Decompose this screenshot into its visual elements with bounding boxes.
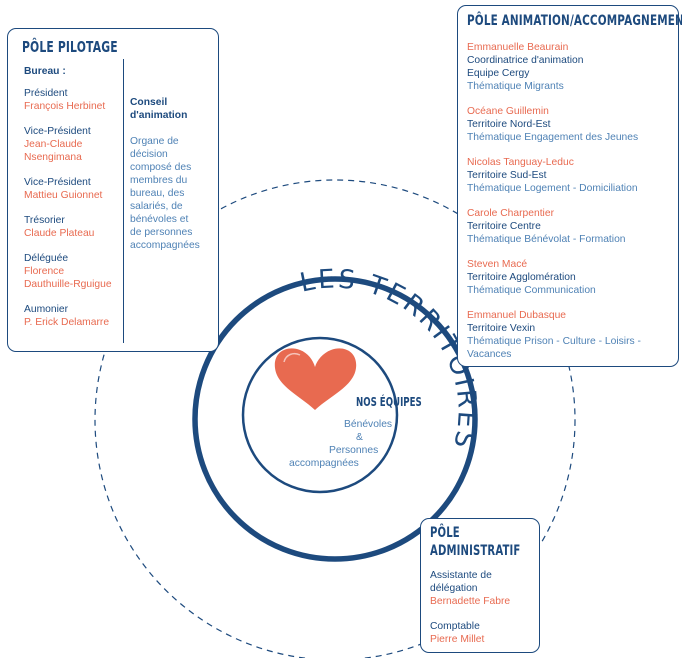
member-role: Aumonier (24, 304, 69, 315)
pole-administratif-box: PÔLE ADMINISTRATIF Assistante de délégat… (420, 518, 540, 653)
pole-administratif-title: PÔLE (430, 525, 460, 541)
member-name: Florence (24, 266, 65, 277)
animator-line: Territoire Nord-Est (467, 119, 551, 130)
pole-administratif-title: ADMINISTRATIF (430, 543, 521, 559)
conseil-desc-line: décision (130, 149, 168, 160)
heart-icon (274, 348, 357, 410)
member-name: Claude Plateau (24, 228, 95, 239)
admin-name: Pierre Millet (430, 634, 485, 645)
equipes-circle (241, 336, 399, 494)
bureau-label: Bureau : (24, 66, 66, 77)
pole-pilotage-title: PÔLE PILOTAGE (22, 38, 118, 56)
heart-highlight (283, 352, 301, 363)
conseil-title: d'animation (130, 110, 188, 121)
animator-name: Emmanuel Dubasque (467, 310, 567, 321)
conseil-desc-line: bénévoles et (130, 214, 189, 225)
animator-name: Emmanuelle Beaurain (467, 42, 569, 53)
conseil-desc-line: accompagnées (130, 240, 200, 251)
animator-line: Coordinatrice d'animation (467, 55, 584, 66)
member-role: Vice-Président (24, 126, 91, 137)
equipes-line-personnes: Personnes (329, 445, 379, 456)
outer-dashed-circle (94, 179, 576, 658)
member-name: Jean-Claude (24, 139, 83, 150)
member-role: Déléguée (24, 253, 69, 264)
pilotage-divider (123, 59, 124, 343)
pole-animation-title: PÔLE ANIMATION/ACCOMPAGNEMENT (467, 13, 682, 29)
conseil-title: Conseil (130, 97, 168, 108)
animator-theme: Thématique Engagement des Jeunes (467, 132, 639, 143)
animator-theme: Thématique Communication (467, 285, 596, 296)
conseil-desc-line: membres du (130, 175, 188, 186)
animator-name: Steven Macé (467, 259, 528, 270)
conseil-desc-line: Organe de (130, 136, 179, 147)
admin-role: délégation (430, 583, 478, 594)
member-role: Président (24, 88, 68, 99)
admin-role: Assistante de (430, 570, 492, 581)
animator-theme: Thématique Logement - Domiciliation (467, 183, 638, 194)
pole-pilotage-box: PÔLE PILOTAGE Bureau : Président Françoi… (7, 28, 219, 352)
admin-role: Comptable (430, 621, 480, 632)
territoires-circle (192, 276, 478, 562)
animator-name: Nicolas Tanguay-Leduc (467, 157, 574, 168)
member-name: P. Erick Delamarre (24, 317, 110, 328)
member-role: Trésorier (24, 215, 65, 226)
animator-name: Carole Charpentier (467, 208, 554, 219)
animator-theme: Thématique Bénévolat - Formation (467, 234, 626, 245)
conseil-desc-line: salariés, de (130, 201, 183, 212)
admin-name: Bernadette Fabre (430, 596, 511, 607)
pole-animation-box: PÔLE ANIMATION/ACCOMPAGNEMENT Emmanuelle… (457, 5, 682, 367)
member-name: Nsengimana (24, 152, 82, 163)
animator-theme: Thématique Migrants (467, 81, 564, 92)
animator-line: Territoire Vexin (467, 323, 536, 334)
animator-line: Territoire Agglomération (467, 272, 576, 283)
animator-theme: Thématique Prison - Culture - Loisirs - (467, 336, 641, 347)
conseil-desc-line: bureau, des (130, 188, 185, 199)
animator-theme: Vacances (467, 349, 512, 360)
member-role: Vice-Président (24, 177, 91, 188)
animator-line: Territoire Sud-Est (467, 170, 547, 181)
animator-line: Territoire Centre (467, 221, 541, 232)
equipes-heading: NOS ÉQUIPES (356, 395, 422, 409)
animator-name: Océane Guillemin (467, 106, 549, 117)
equipes-line-and: & (356, 432, 363, 443)
member-name: François Herbinet (24, 101, 106, 112)
equipes-line-benevoles: Bénévoles (344, 419, 393, 430)
member-name: Dauthuille-Rguigue (24, 279, 112, 290)
equipes-line-accompagnees: accompagnées (289, 458, 359, 469)
conseil-desc-line: composé des (130, 162, 192, 173)
conseil-desc-line: de personnes (130, 227, 193, 238)
member-name: Mattieu Guionnet (24, 190, 103, 201)
animator-line: Equipe Cergy (467, 68, 530, 79)
